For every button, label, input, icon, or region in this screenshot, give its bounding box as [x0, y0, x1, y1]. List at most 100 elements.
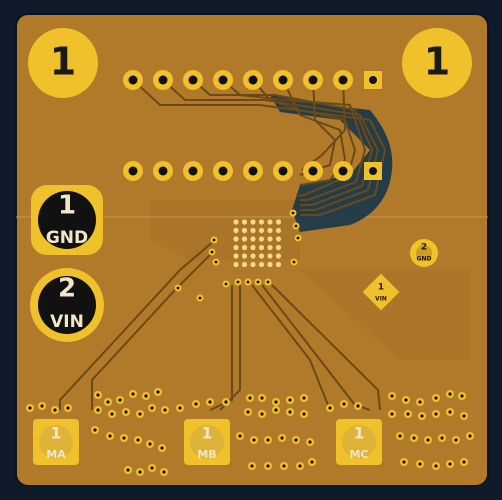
via-drill — [356, 404, 360, 408]
via-drill — [163, 408, 167, 412]
via-drill — [294, 438, 298, 442]
vin-power-pad: 2 VIN — [30, 268, 104, 342]
header-pin-drill — [308, 166, 318, 176]
motor-pad-mc-name: MC — [349, 448, 368, 461]
chip-via — [275, 261, 282, 268]
via-drill — [144, 394, 148, 398]
chip-via — [241, 236, 248, 242]
via-drill — [462, 460, 466, 464]
via-drill — [390, 394, 394, 398]
via-drill — [93, 428, 97, 432]
chip-via — [250, 253, 256, 259]
chip-via-grid — [233, 219, 282, 268]
via-drill — [296, 236, 300, 240]
header-bottom-row: 1 — [123, 161, 382, 181]
via-drill — [150, 466, 154, 470]
via-drill — [266, 280, 270, 284]
via-drill — [236, 280, 240, 284]
via-drill — [108, 434, 112, 438]
trace-group — [59, 79, 387, 411]
chip-via — [241, 244, 248, 251]
via-drill — [138, 470, 142, 474]
via-drill — [250, 464, 254, 468]
header-pin-drill — [248, 166, 258, 176]
via-drill — [291, 211, 295, 215]
header-pin-drill — [308, 75, 318, 85]
gnd-test-pad-name: GND — [417, 256, 432, 263]
vin-pad-name: VIN — [50, 312, 84, 332]
via-drill — [160, 446, 164, 450]
chip-via — [258, 244, 265, 251]
via-drill — [412, 436, 416, 440]
via-drill — [282, 464, 286, 468]
mounting-hole-label: 1 — [50, 40, 76, 84]
header-pin-drill — [338, 75, 348, 85]
chip-via — [241, 219, 248, 225]
vin-test-pad: 1 VIN — [362, 273, 400, 311]
via-drill — [434, 464, 438, 468]
chip-via — [258, 253, 265, 259]
chip-via — [275, 236, 282, 242]
via-drill — [440, 436, 444, 440]
chip-via — [250, 244, 256, 251]
via-drill — [138, 412, 142, 416]
mounting-hole-left: 1 — [28, 28, 98, 98]
header-pin-drill — [369, 167, 377, 175]
chip-via — [275, 219, 282, 225]
chip-via — [241, 261, 248, 268]
via-drill — [448, 410, 452, 414]
via-drill — [248, 396, 252, 400]
trace — [271, 284, 381, 411]
via-drill — [420, 414, 424, 418]
via-drill — [426, 438, 430, 442]
chip-via — [275, 227, 282, 234]
gnd-power-pad: 1 GND — [31, 185, 103, 255]
via-drill — [66, 406, 70, 410]
via-drill — [460, 394, 464, 398]
via-drill — [238, 434, 242, 438]
copper-pour-region — [150, 200, 300, 260]
via-drill — [150, 406, 154, 410]
via-drill — [246, 280, 250, 284]
via-drill — [148, 442, 152, 446]
chip-via — [267, 244, 273, 251]
header-pin-drill — [369, 76, 377, 84]
via-drill — [308, 440, 312, 444]
via-drill — [28, 406, 32, 410]
via-drill — [110, 412, 114, 416]
via-drill — [194, 402, 198, 406]
via-drill — [176, 286, 180, 290]
trace — [282, 79, 347, 186]
header-top-row: 1 — [123, 70, 382, 90]
via-drill — [208, 400, 212, 404]
mounting-hole-right: 1 — [402, 28, 472, 98]
via-drill — [266, 438, 270, 442]
chip-via — [275, 244, 282, 251]
trace — [251, 284, 331, 411]
via-drill — [252, 438, 256, 442]
motor-pad-ma-name: MA — [46, 448, 66, 461]
chip-via — [267, 236, 273, 242]
via-drill — [406, 412, 410, 416]
via-drill — [212, 238, 216, 242]
via-drill — [178, 406, 182, 410]
trace — [222, 79, 367, 201]
motor-pad-ma: 1 MA — [33, 419, 79, 465]
side-via-group — [174, 209, 302, 302]
trace — [209, 285, 233, 411]
via-drill — [126, 468, 130, 472]
via-drill — [298, 464, 302, 468]
via-drill — [418, 462, 422, 466]
vin-test-pad-name: VIN — [375, 296, 387, 303]
copper-pour-region — [300, 270, 470, 360]
chip-via — [233, 219, 239, 225]
trace — [162, 79, 380, 211]
via-drill — [328, 406, 332, 410]
chip-via — [258, 236, 265, 242]
motor-pad-mb-number: 1 — [201, 424, 212, 443]
via-drill — [122, 436, 126, 440]
inner-layer-fill — [270, 95, 393, 232]
via-drill — [106, 400, 110, 404]
via-drill — [274, 408, 278, 412]
